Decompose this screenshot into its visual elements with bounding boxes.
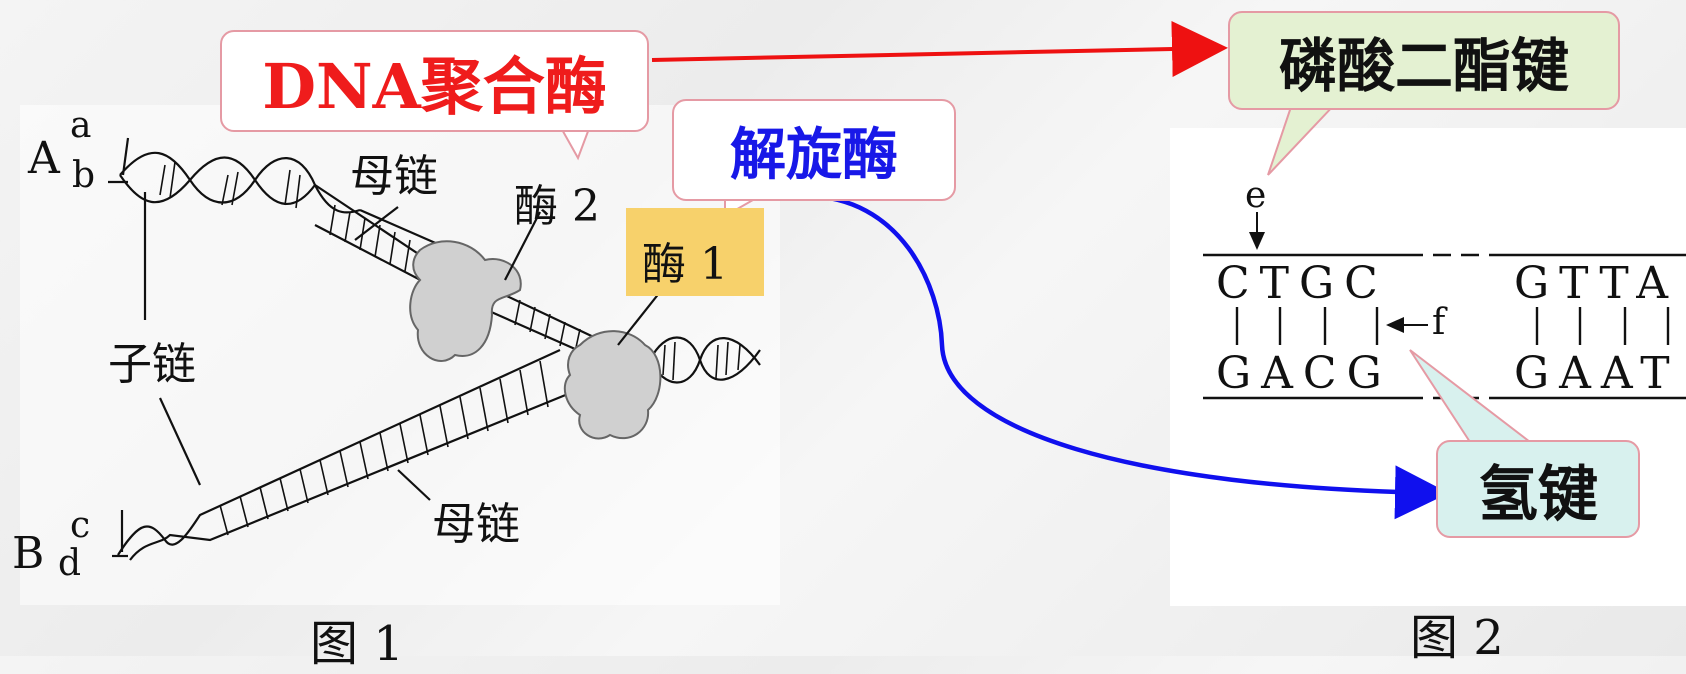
enzyme-1-blob [563, 330, 662, 440]
label-b: b [72, 155, 96, 196]
figure1-leader-lines [108, 137, 661, 558]
phosphodiester-bond-callout: 磷酸二酯键 [1228, 11, 1620, 110]
unreplicated-helix [649, 336, 761, 384]
label-A: A [28, 133, 60, 184]
top-right-sequence: GTTA [1514, 258, 1679, 309]
enzyme-2-blob [409, 240, 522, 362]
enzyme-1-label: 酶 1 [642, 239, 728, 290]
label-f: f [1432, 302, 1446, 343]
label-d: d [58, 543, 82, 584]
dna-polymerase-callout: DNA聚合酶 [220, 30, 649, 132]
hydrogen-bond-callout: 氢键 [1436, 440, 1640, 538]
figure2-caption: 图 2 [1410, 610, 1504, 666]
parent-strand-bottom-label: 母链 [432, 499, 520, 550]
phosphodiester-callout-tail [1267, 103, 1338, 176]
parent-strand-top-label: 母链 [350, 151, 438, 202]
enzyme-2-label: 酶 2 [514, 181, 600, 232]
bottom-right-sequence: GAAT [1514, 348, 1680, 399]
figure2-strand-lines [1203, 253, 1686, 400]
label-c: c [70, 505, 91, 546]
figure2-base-pair-bars [1235, 307, 1670, 345]
label-B: B [12, 528, 45, 579]
label-e: e [1245, 175, 1267, 216]
label-a: a [70, 105, 92, 146]
blue-connector-arrow [804, 193, 1449, 520]
lower-parent-strand [117, 349, 591, 561]
bottom-left-sequence: GACG [1216, 348, 1392, 399]
diagram-graphics [108, 21, 1686, 561]
figure1-caption: 图 1 [310, 616, 404, 672]
helicase-callout: 解旋酶 [672, 99, 956, 201]
daughter-strand-label: 子链 [108, 339, 196, 390]
red-connector-arrow [651, 21, 1228, 78]
top-left-sequence: CTGC [1216, 258, 1388, 309]
hydrogen-callout-tail [1409, 349, 1533, 443]
enzyme-1-label-background [626, 208, 764, 296]
